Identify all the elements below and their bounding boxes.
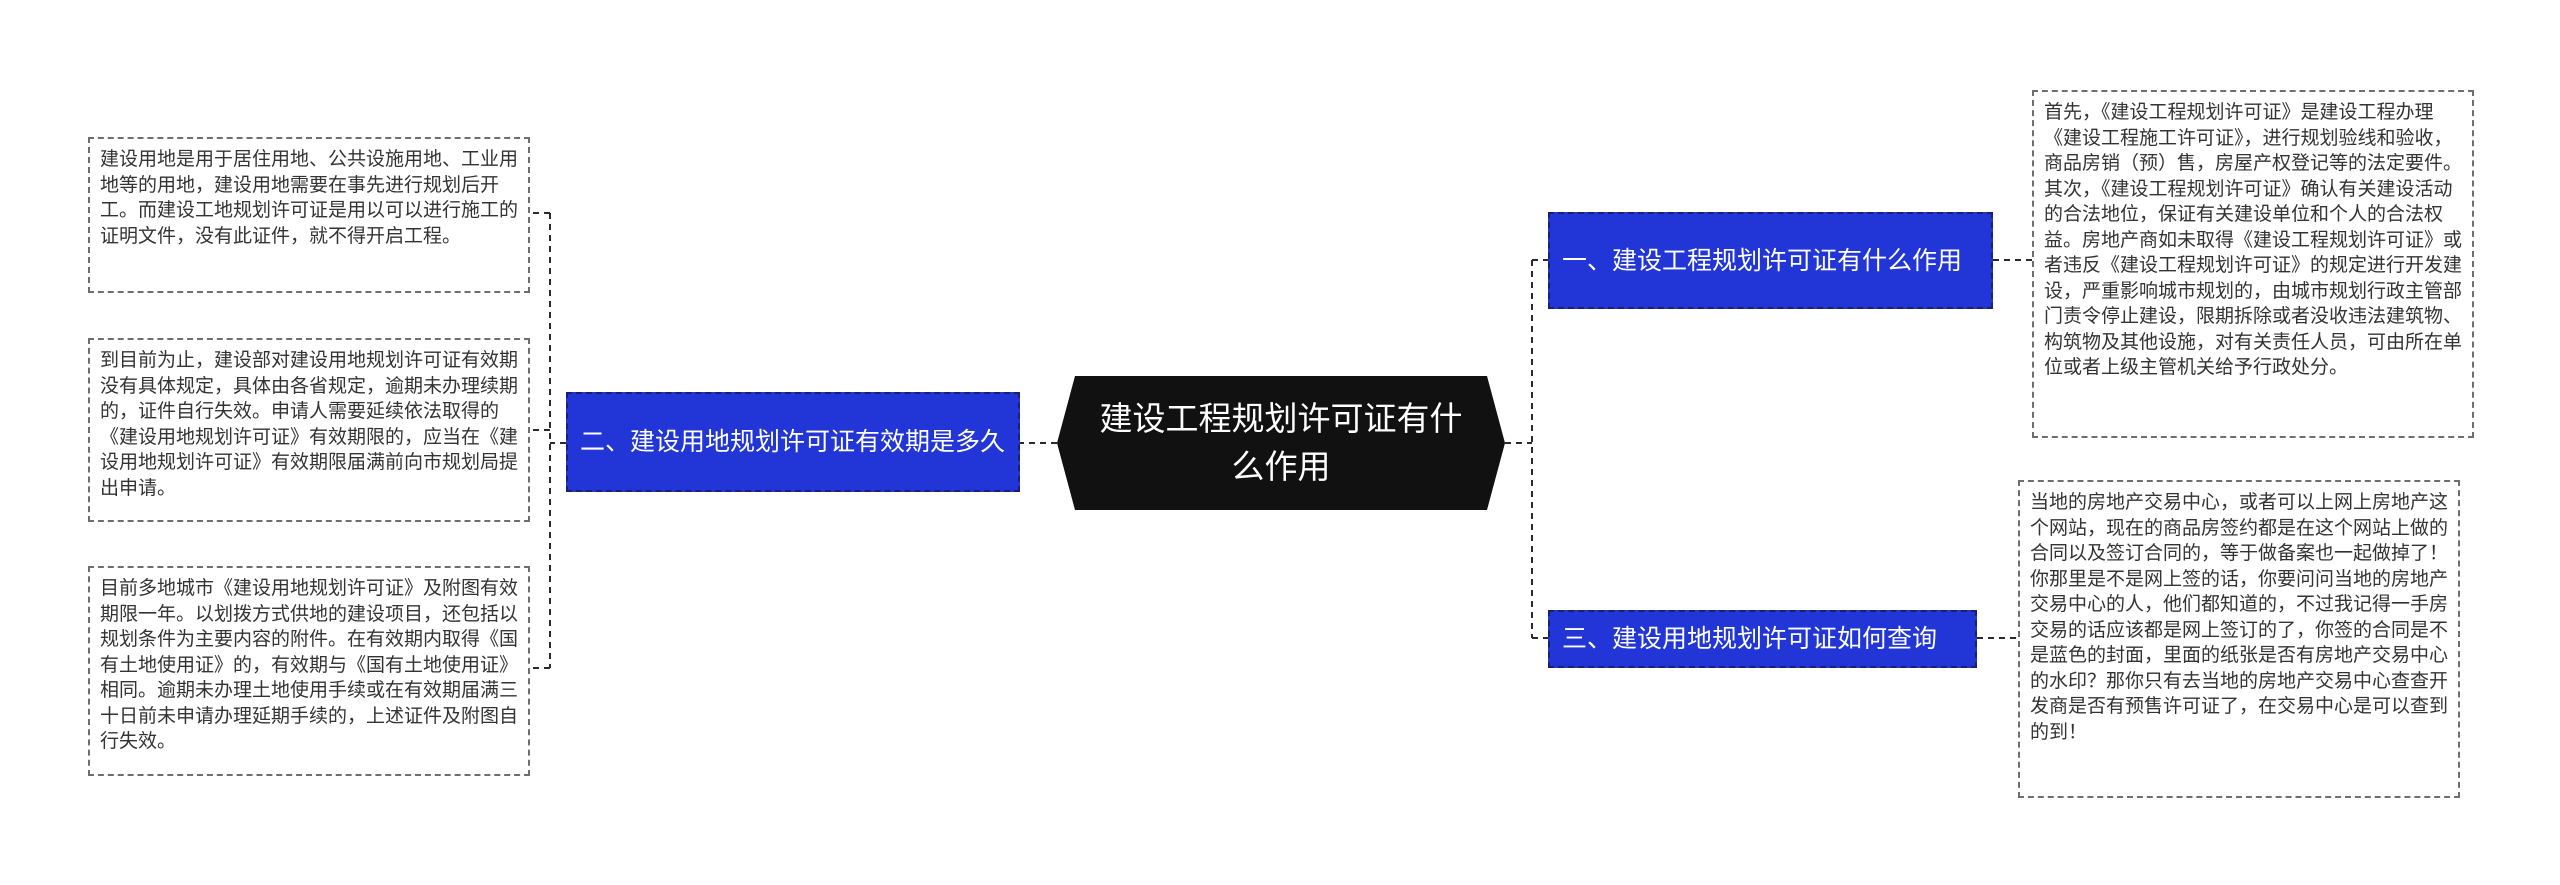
leaf-node-3-1[interactable]: 当地的房地产交易中心，或者可以上网上房地产这个网站，现在的商品房签约都是在这个网… (2018, 480, 2460, 798)
central-topic-label: 建设工程规划许可证有什么作用 (1099, 399, 1463, 486)
leaf-node-1-1-text: 首先，《建设工程规划许可证》是建设工程办理《建设工程施工许可证》，进行规划验线和… (2044, 101, 2463, 378)
leaf-node-1-1[interactable]: 首先，《建设工程规划许可证》是建设工程办理《建设工程施工许可证》，进行规划验线和… (2032, 90, 2474, 438)
leaf-node-2-2[interactable]: 到目前为止，建设部对建设用地规划许可证有效期没有具体规定，具体由各省规定，逾期未… (88, 338, 530, 522)
branch-node-3-label: 三、建设用地规划许可证如何查询 (1562, 624, 1938, 653)
central-topic[interactable]: 建设工程规划许可证有什么作用 (1057, 376, 1505, 510)
leaf-node-2-3-text: 目前多地城市《建设用地规划许可证》及附图有效期限一年。以划拨方式供地的建设项目，… (100, 577, 519, 752)
leaf-node-2-2-text: 到目前为止，建设部对建设用地规划许可证有效期没有具体规定，具体由各省规定，逾期未… (100, 349, 519, 499)
leaf-node-2-3[interactable]: 目前多地城市《建设用地规划许可证》及附图有效期限一年。以划拨方式供地的建设项目，… (88, 566, 530, 776)
branch-node-2[interactable]: 二、建设用地规划许可证有效期是多久 (566, 392, 1020, 492)
branch-node-1[interactable]: 一、建设工程规划许可证有什么作用 (1548, 212, 1993, 309)
branch-node-2-label: 二、建设用地规划许可证有效期是多久 (580, 427, 1006, 456)
leaf-node-3-1-text: 当地的房地产交易中心，或者可以上网上房地产这个网站，现在的商品房签约都是在这个网… (2030, 491, 2449, 743)
leaf-node-2-1-text: 建设用地是用于居住用地、公共设施用地、工业用地等的用地，建设用地需要在事先进行规… (100, 148, 519, 247)
branch-node-1-label: 一、建设工程规划许可证有什么作用 (1562, 245, 1963, 275)
leaf-node-2-1[interactable]: 建设用地是用于居住用地、公共设施用地、工业用地等的用地，建设用地需要在事先进行规… (88, 137, 530, 293)
branch-node-3[interactable]: 三、建设用地规划许可证如何查询 (1548, 610, 1977, 668)
